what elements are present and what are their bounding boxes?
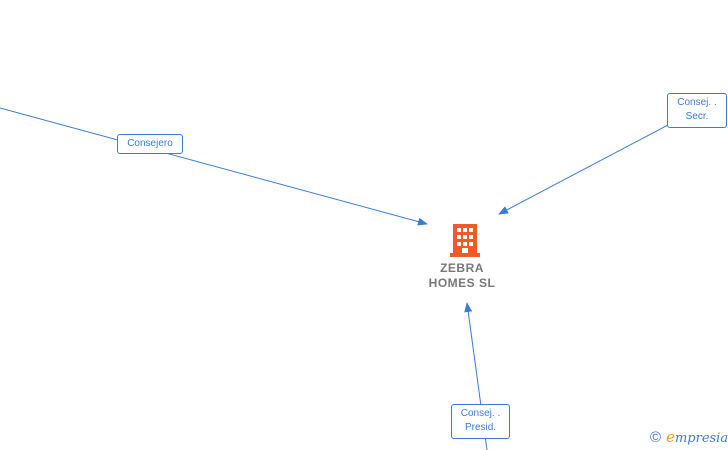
company-name[interactable]: ZEBRA HOMES SL [412, 261, 512, 291]
relation-label-consej-presid[interactable]: Consej. . Presid. [451, 404, 510, 439]
copyright-icon: © [650, 429, 662, 446]
company-name-line2: HOMES SL [428, 276, 496, 290]
brand-logo-rest: mpresia [674, 431, 728, 446]
relation-label-consejero[interactable]: Consejero [117, 134, 183, 154]
edge-consejero [0, 107, 428, 226]
relation-role-line1: Consej. . [677, 97, 717, 108]
relation-role-line2: Presid. [464, 422, 497, 433]
watermark: © empresia [650, 428, 728, 448]
brand-logo-initial: e [666, 428, 675, 446]
building-icon[interactable] [450, 223, 480, 257]
company-name-line1: ZEBRA [440, 261, 484, 275]
brand-logo: empresia [666, 428, 728, 448]
relation-label-consej-secr[interactable]: Consej. . Secr. [667, 93, 727, 128]
relation-role-line2: Secr. [685, 111, 709, 122]
relation-role-line1: Consej. . [460, 408, 501, 419]
relation-role-text: Consejero [127, 138, 173, 149]
edge-consej-secr [498, 124, 669, 215]
